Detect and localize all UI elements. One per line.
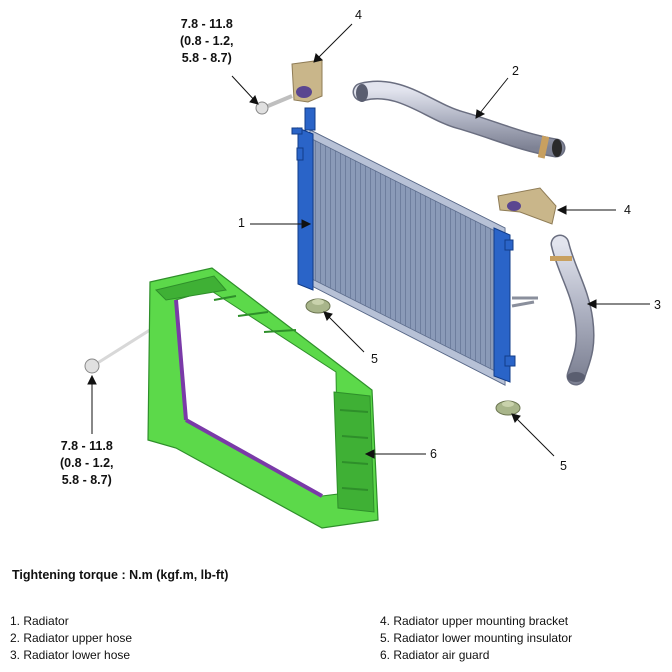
legend-item-upper-hose: 2. Radiator upper hose (10, 631, 133, 645)
radiator (291, 107, 538, 386)
legend-item-upper-bracket: 4. Radiator upper mounting bracket (380, 614, 569, 628)
torque-bottom-line1: 7.8 - 11.8 (60, 439, 113, 453)
radiator-upper-hose (352, 80, 566, 159)
callout-2: 2 (512, 64, 519, 78)
leader-4-top (313, 23, 353, 63)
torque-bottom-line3: 5.8 - 8.7) (61, 473, 112, 487)
callout-6: 6 (430, 447, 437, 461)
torque-top-line3: 5.8 - 8.7) (181, 51, 232, 65)
lower-mounting-insulator-lower (495, 400, 521, 416)
radiator-lower-hose (550, 234, 595, 386)
leader-2 (475, 77, 509, 119)
bolt-top (255, 94, 293, 115)
callout-4-right: 4 (624, 203, 631, 217)
legend-item-lower-hose: 3. Radiator lower hose (10, 648, 131, 662)
torque-bottom-line2: (0.8 - 1.2, (60, 456, 114, 470)
callout-5-upper: 5 (371, 352, 378, 366)
legend-item-lower-insulator: 5. Radiator lower mounting insulator (380, 631, 573, 645)
torque-unit-heading: Tightening torque : N.m (kgf.m, lb-ft) (12, 568, 229, 582)
torque-spec-top: 7.8 - 11.8 (0.8 - 1.2, 5.8 - 8.7) (180, 16, 234, 67)
exploded-view-diagram (84, 23, 650, 529)
legend-item-air-guard: 6. Radiator air guard (380, 648, 490, 662)
upper-mounting-bracket-right (497, 187, 557, 225)
lower-mounting-insulator-upper (305, 298, 331, 314)
leader-5-lower (513, 415, 555, 457)
torque-spec-bottom: 7.8 - 11.8 (0.8 - 1.2, 5.8 - 8.7) (60, 438, 114, 489)
radiator-air-guard (147, 267, 379, 529)
leader-arrows (87, 23, 650, 459)
callout-1: 1 (238, 216, 245, 230)
callout-4-top: 4 (355, 8, 362, 22)
legend-item-radiator: 1. Radiator (10, 614, 69, 628)
callout-3: 3 (654, 298, 661, 312)
leader-5-upper (325, 313, 365, 353)
leader-torque-top (231, 75, 257, 103)
upper-mounting-bracket-top (291, 59, 323, 103)
torque-top-line2: (0.8 - 1.2, (180, 34, 234, 48)
callout-5-lower: 5 (560, 459, 567, 473)
torque-top-line1: 7.8 - 11.8 (180, 17, 233, 31)
